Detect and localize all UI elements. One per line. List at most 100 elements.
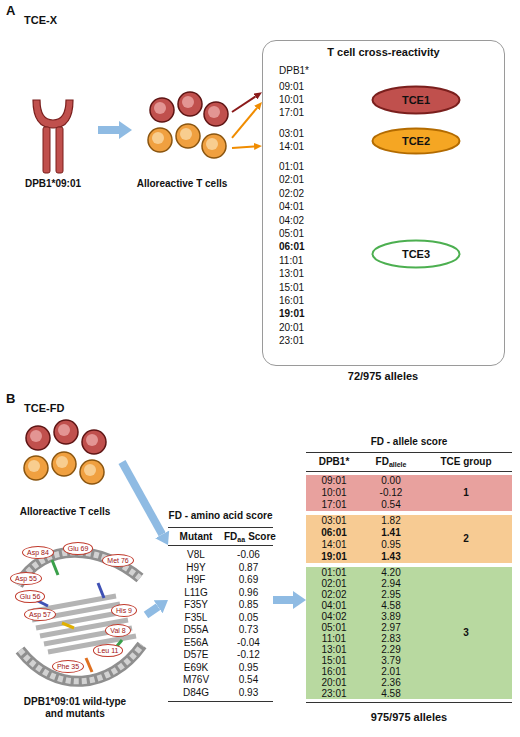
table-cell: FD - allele score (306, 436, 512, 448)
allele-text: 23:01 (279, 335, 339, 347)
table-cell: aa (237, 536, 245, 543)
table-cell: V8L (168, 549, 224, 561)
table-cell: E69K (168, 662, 224, 674)
allele-text: 03:01 (279, 128, 339, 140)
allele-count: 975/975 alleles (371, 711, 447, 724)
table-rule (306, 471, 512, 472)
table-cell: 06:01 (306, 527, 362, 539)
table-cell: 0.95 (224, 662, 273, 674)
table-cell: F35L (168, 612, 224, 624)
connector-arrow (98, 126, 119, 134)
table-cell: 0.85 (224, 599, 273, 611)
header-cell: FDallele (362, 456, 420, 469)
allele-text: 02:02 (279, 188, 339, 200)
t-cell-group: Alloreactive T cells (8, 416, 122, 520)
t-cell-red (82, 430, 106, 454)
allele-text: 05:01 (279, 228, 339, 240)
table-cell: 1.82 (362, 515, 420, 527)
allele-text: 06:01 (279, 241, 339, 253)
table-cell: 04:02 (306, 611, 362, 623)
alpha-helix (20, 645, 142, 681)
allele-text: 17:01 (279, 107, 339, 119)
t-cell-red (26, 426, 50, 450)
t-cell-group: Alloreactive T cells (132, 92, 232, 196)
table-cell: 20:01 (306, 677, 362, 689)
panel-letter: A (6, 3, 15, 19)
table-cell: 0.87 (224, 562, 273, 574)
table-cell: 02:02 (306, 589, 362, 601)
table-cell: 4.58 (362, 688, 420, 700)
table-cell: H9F (168, 574, 224, 586)
table-cell: 3 (420, 627, 512, 639)
table-cell: 2.83 (362, 633, 420, 645)
table-cell: 17:01 (306, 499, 362, 511)
t-cell-red (178, 92, 202, 116)
panel-title: TCE-X (24, 14, 57, 27)
table-cell: 02:01 (306, 578, 362, 590)
t-cell-red (204, 102, 228, 126)
table-cell: 1 (420, 487, 512, 499)
table-cell: -0.12 (362, 487, 420, 499)
residue-label: Leu 11 (93, 644, 124, 657)
table-cell: 03:01 (306, 515, 362, 527)
allele-text: 11:01 (279, 255, 339, 267)
t-cell-nucleus (154, 102, 166, 114)
table-cell: DPB1* (306, 456, 362, 468)
table-cell: 2 (420, 533, 512, 545)
table-cell: 4.20 (362, 567, 420, 579)
table-rule (168, 545, 273, 546)
table-cell: 0.54 (224, 674, 273, 686)
panel-title: TCE-FD (24, 402, 64, 415)
allele-text: 13:01 (279, 268, 339, 280)
table-cell: 2.95 (362, 589, 420, 601)
table-cell: 0.54 (362, 499, 420, 511)
table-cell: 15:01 (306, 655, 362, 667)
cross-reactivity-box: T cell cross-reactivityDPB1*09:0110:0117… (262, 40, 505, 366)
residue-label: Asp 57 (24, 608, 56, 621)
residue-label: Val 8 (105, 624, 130, 637)
connector-arrow (273, 596, 293, 604)
t-cell-nucleus (28, 460, 40, 472)
connector-arrow (232, 108, 257, 138)
table-cell: Mutant (168, 531, 224, 543)
table-cell: E56A (168, 637, 224, 649)
connector-arrow (122, 462, 162, 534)
table-cell: 04:01 (306, 600, 362, 612)
table-cell: 0.05 (224, 612, 273, 624)
tce-label: TCE1 (371, 94, 461, 106)
table-cell: Score (248, 531, 276, 542)
allele-text: 04:01 (279, 201, 339, 213)
table-cell: 0.93 (224, 687, 273, 699)
allele-text: 14:01 (279, 141, 339, 153)
allele-text: 15:01 (279, 282, 339, 294)
t-cell-orange (176, 124, 200, 148)
table-rule (168, 527, 273, 528)
t-cell-orange (148, 128, 172, 152)
molecule-figure: DPB1*09:01 (8, 92, 98, 198)
table-cell: 05:01 (306, 622, 362, 634)
allele-text: 09:01 (279, 81, 339, 93)
table-cell: D57E (168, 649, 224, 661)
table-cell: 10:01 (306, 487, 362, 499)
molecule-label: DPB1*09:01 wild-type and mutants (16, 696, 134, 720)
table-cell: TCE group (420, 456, 512, 468)
t-cell-nucleus (86, 434, 98, 446)
table-cell: -0.12 (224, 649, 273, 661)
t-cells-b (24, 420, 106, 484)
tce-label: TCE2 (371, 135, 461, 147)
allele-text: 04:02 (279, 215, 339, 227)
t-cell-red (150, 98, 174, 122)
allele-text: DPB1* (279, 65, 339, 77)
t-cell-nucleus (182, 96, 194, 108)
t-cell-nucleus (58, 424, 70, 436)
table-cell: 2.36 (362, 677, 420, 689)
table-cell: 4.58 (362, 600, 420, 612)
side-chain (86, 658, 92, 672)
side-chain (98, 583, 104, 598)
mhc-molecule-icon (33, 100, 73, 173)
t-cell-nucleus (206, 138, 218, 150)
table-cell: FD (376, 456, 389, 467)
table-cell: FD (224, 531, 237, 542)
table-cell: 13:01 (306, 644, 362, 656)
